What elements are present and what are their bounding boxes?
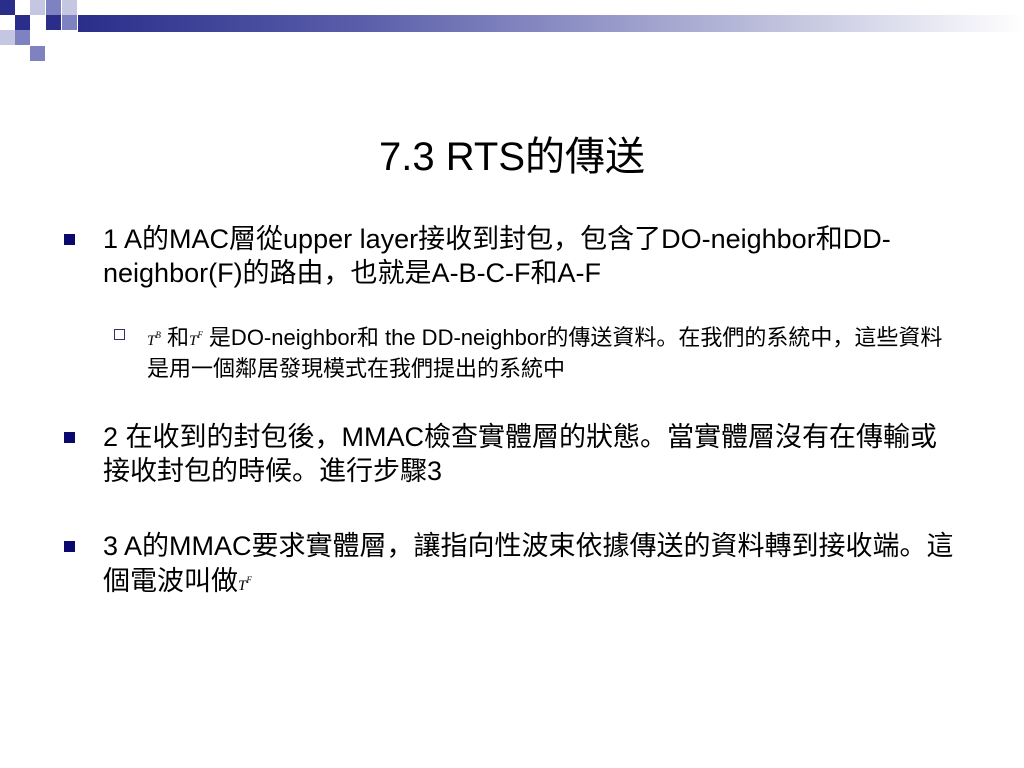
sub-bullet-item: TB 和TF 是DO-neighbor和 the DD-neighbor的傳送資… (62, 321, 962, 383)
bullet-text: 1 A的MAC層從upper layer接收到封包，包含了DO-neighbor… (103, 224, 891, 288)
math-symbol-tb: TB (147, 330, 161, 349)
deco-square (62, 15, 77, 30)
header-gradient-bar (78, 15, 1024, 32)
square-bullet-icon (64, 541, 75, 552)
deco-square (15, 15, 30, 30)
deco-square (46, 0, 61, 15)
bullet-item: 3 A的MMAC要求實體層，讓指向性波束依據傳送的資料轉到接收端。這個電波叫做T… (62, 529, 962, 603)
deco-square (30, 46, 45, 61)
deco-square (46, 15, 61, 30)
slide-title: 7.3 RTS的傳送 (379, 134, 645, 179)
math-symbol-base: T (147, 333, 156, 349)
slide-content: 1 A的MAC層從upper layer接收到封包，包含了DO-neighbor… (62, 222, 962, 603)
math-symbol-tf: TF (238, 575, 252, 594)
bullet-item: 2 在收到的封包後，MMAC檢查實體層的狀態。當實體層沒有在傳輸或接收封包的時候… (62, 420, 962, 488)
sub-bullet-text: 是DO-neighbor和 the DD-neighbor的傳送資料。在我們的系… (147, 325, 943, 381)
math-symbol-tf: TF (188, 330, 203, 349)
deco-square (15, 30, 30, 45)
deco-square (30, 0, 45, 15)
math-symbol-base: T (188, 333, 198, 349)
deco-square (62, 0, 77, 15)
deco-square (0, 30, 15, 45)
bullet-text: 2 在收到的封包後，MMAC檢查實體層的狀態。當實體層沒有在傳輸或接收封包的時候… (103, 422, 938, 486)
sub-bullet-joiner: 和 (160, 325, 189, 350)
math-symbol-superscript: B (155, 330, 161, 340)
math-symbol-superscript: F (246, 575, 252, 585)
header-decoration (0, 0, 1024, 70)
square-bullet-icon (64, 432, 75, 443)
hollow-square-bullet-icon (114, 329, 125, 340)
math-symbol-base: T (238, 578, 247, 594)
square-bullet-icon (64, 234, 75, 245)
bullet-item: 1 A的MAC層從upper layer接收到封包，包含了DO-neighbor… (62, 222, 962, 290)
bullet-text: 3 A的MMAC要求實體層，讓指向性波束依據傳送的資料轉到接收端。這個電波叫做 (103, 531, 954, 596)
math-symbol-superscript: F (197, 330, 203, 340)
deco-square (0, 0, 15, 15)
